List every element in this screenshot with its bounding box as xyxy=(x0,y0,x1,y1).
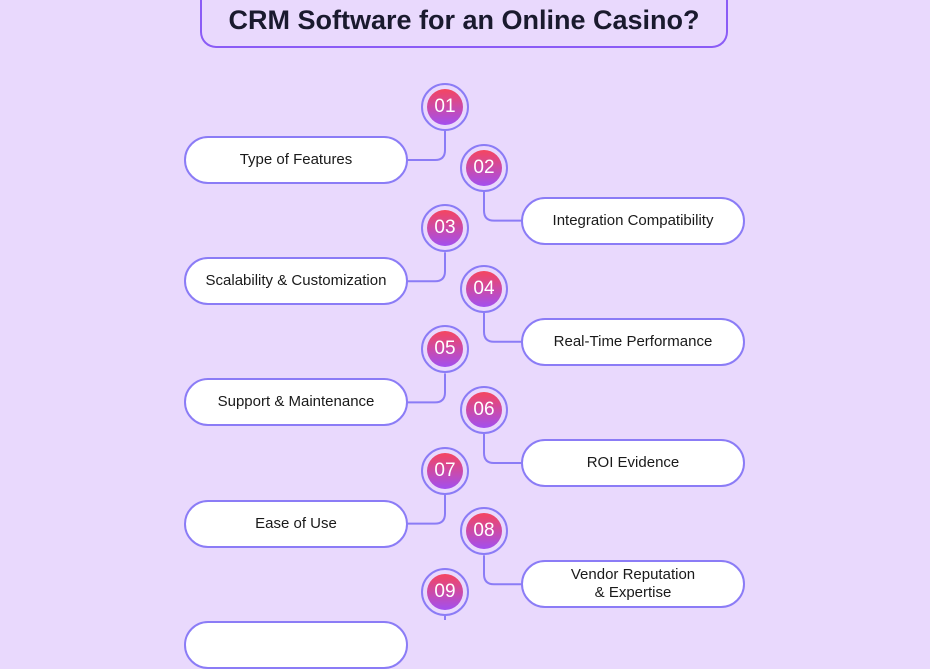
step-number: 06 xyxy=(466,392,502,428)
factor-label-box: Scalability & Customization xyxy=(184,257,408,306)
connector xyxy=(406,252,446,283)
connector xyxy=(483,312,523,343)
title-box: CRM Software for an Online Casino? xyxy=(200,0,728,48)
step-number: 03 xyxy=(427,210,463,247)
connector xyxy=(483,555,523,586)
step-number: 09 xyxy=(427,573,463,610)
factor-label: Real-Time Performance xyxy=(553,332,713,350)
page-title: CRM Software for an Online Casino? xyxy=(228,5,700,35)
factor-label: ROI Evidence xyxy=(586,454,680,471)
connector xyxy=(406,131,446,161)
connector xyxy=(483,191,523,222)
factor-label-box: Integration Compatibility xyxy=(521,196,745,245)
factor-label-box: Type of Features xyxy=(184,136,408,184)
step-number-badge: 09 xyxy=(421,567,469,616)
step-number-badge: 06 xyxy=(460,386,508,434)
step-number-badge: 04 xyxy=(460,264,508,313)
factor-label-box xyxy=(184,620,408,669)
factor-label-box: Real-Time Performance xyxy=(521,317,745,366)
connector xyxy=(483,434,523,464)
factor-label-box: Support & Maintenance xyxy=(184,378,408,427)
step-number-badge: 05 xyxy=(421,325,469,374)
factor-label-box: Ease of Use xyxy=(184,499,408,548)
step-number: 08 xyxy=(466,513,502,550)
connector xyxy=(406,494,446,525)
factor-label: Type of Features xyxy=(239,151,353,168)
step-number: 07 xyxy=(427,452,463,489)
step-number: 01 xyxy=(427,89,463,125)
step-number: 05 xyxy=(427,331,463,368)
factor-label-box: ROI Evidence xyxy=(521,439,745,487)
step-number: 04 xyxy=(466,270,502,307)
factor-label: Scalability & Customization xyxy=(205,272,387,290)
step-number-badge: 08 xyxy=(460,507,508,556)
step-number: 02 xyxy=(466,149,502,186)
step-number-badge: 01 xyxy=(421,83,469,131)
connector-lines xyxy=(228,97,702,620)
factor-label: Ease of Use xyxy=(255,514,337,532)
connector xyxy=(406,373,446,404)
factor-label: Vendor Reputation & Expertise xyxy=(570,566,696,602)
step-number-badge: 02 xyxy=(460,143,508,192)
step-number-badge: 03 xyxy=(421,204,469,253)
factor-label-box: Vendor Reputation & Expertise xyxy=(521,560,745,609)
step-number-badge: 07 xyxy=(421,446,469,495)
factor-label: Integration Compatibility xyxy=(552,211,714,229)
factor-label: Support & Maintenance xyxy=(217,393,375,411)
connector xyxy=(444,615,446,620)
